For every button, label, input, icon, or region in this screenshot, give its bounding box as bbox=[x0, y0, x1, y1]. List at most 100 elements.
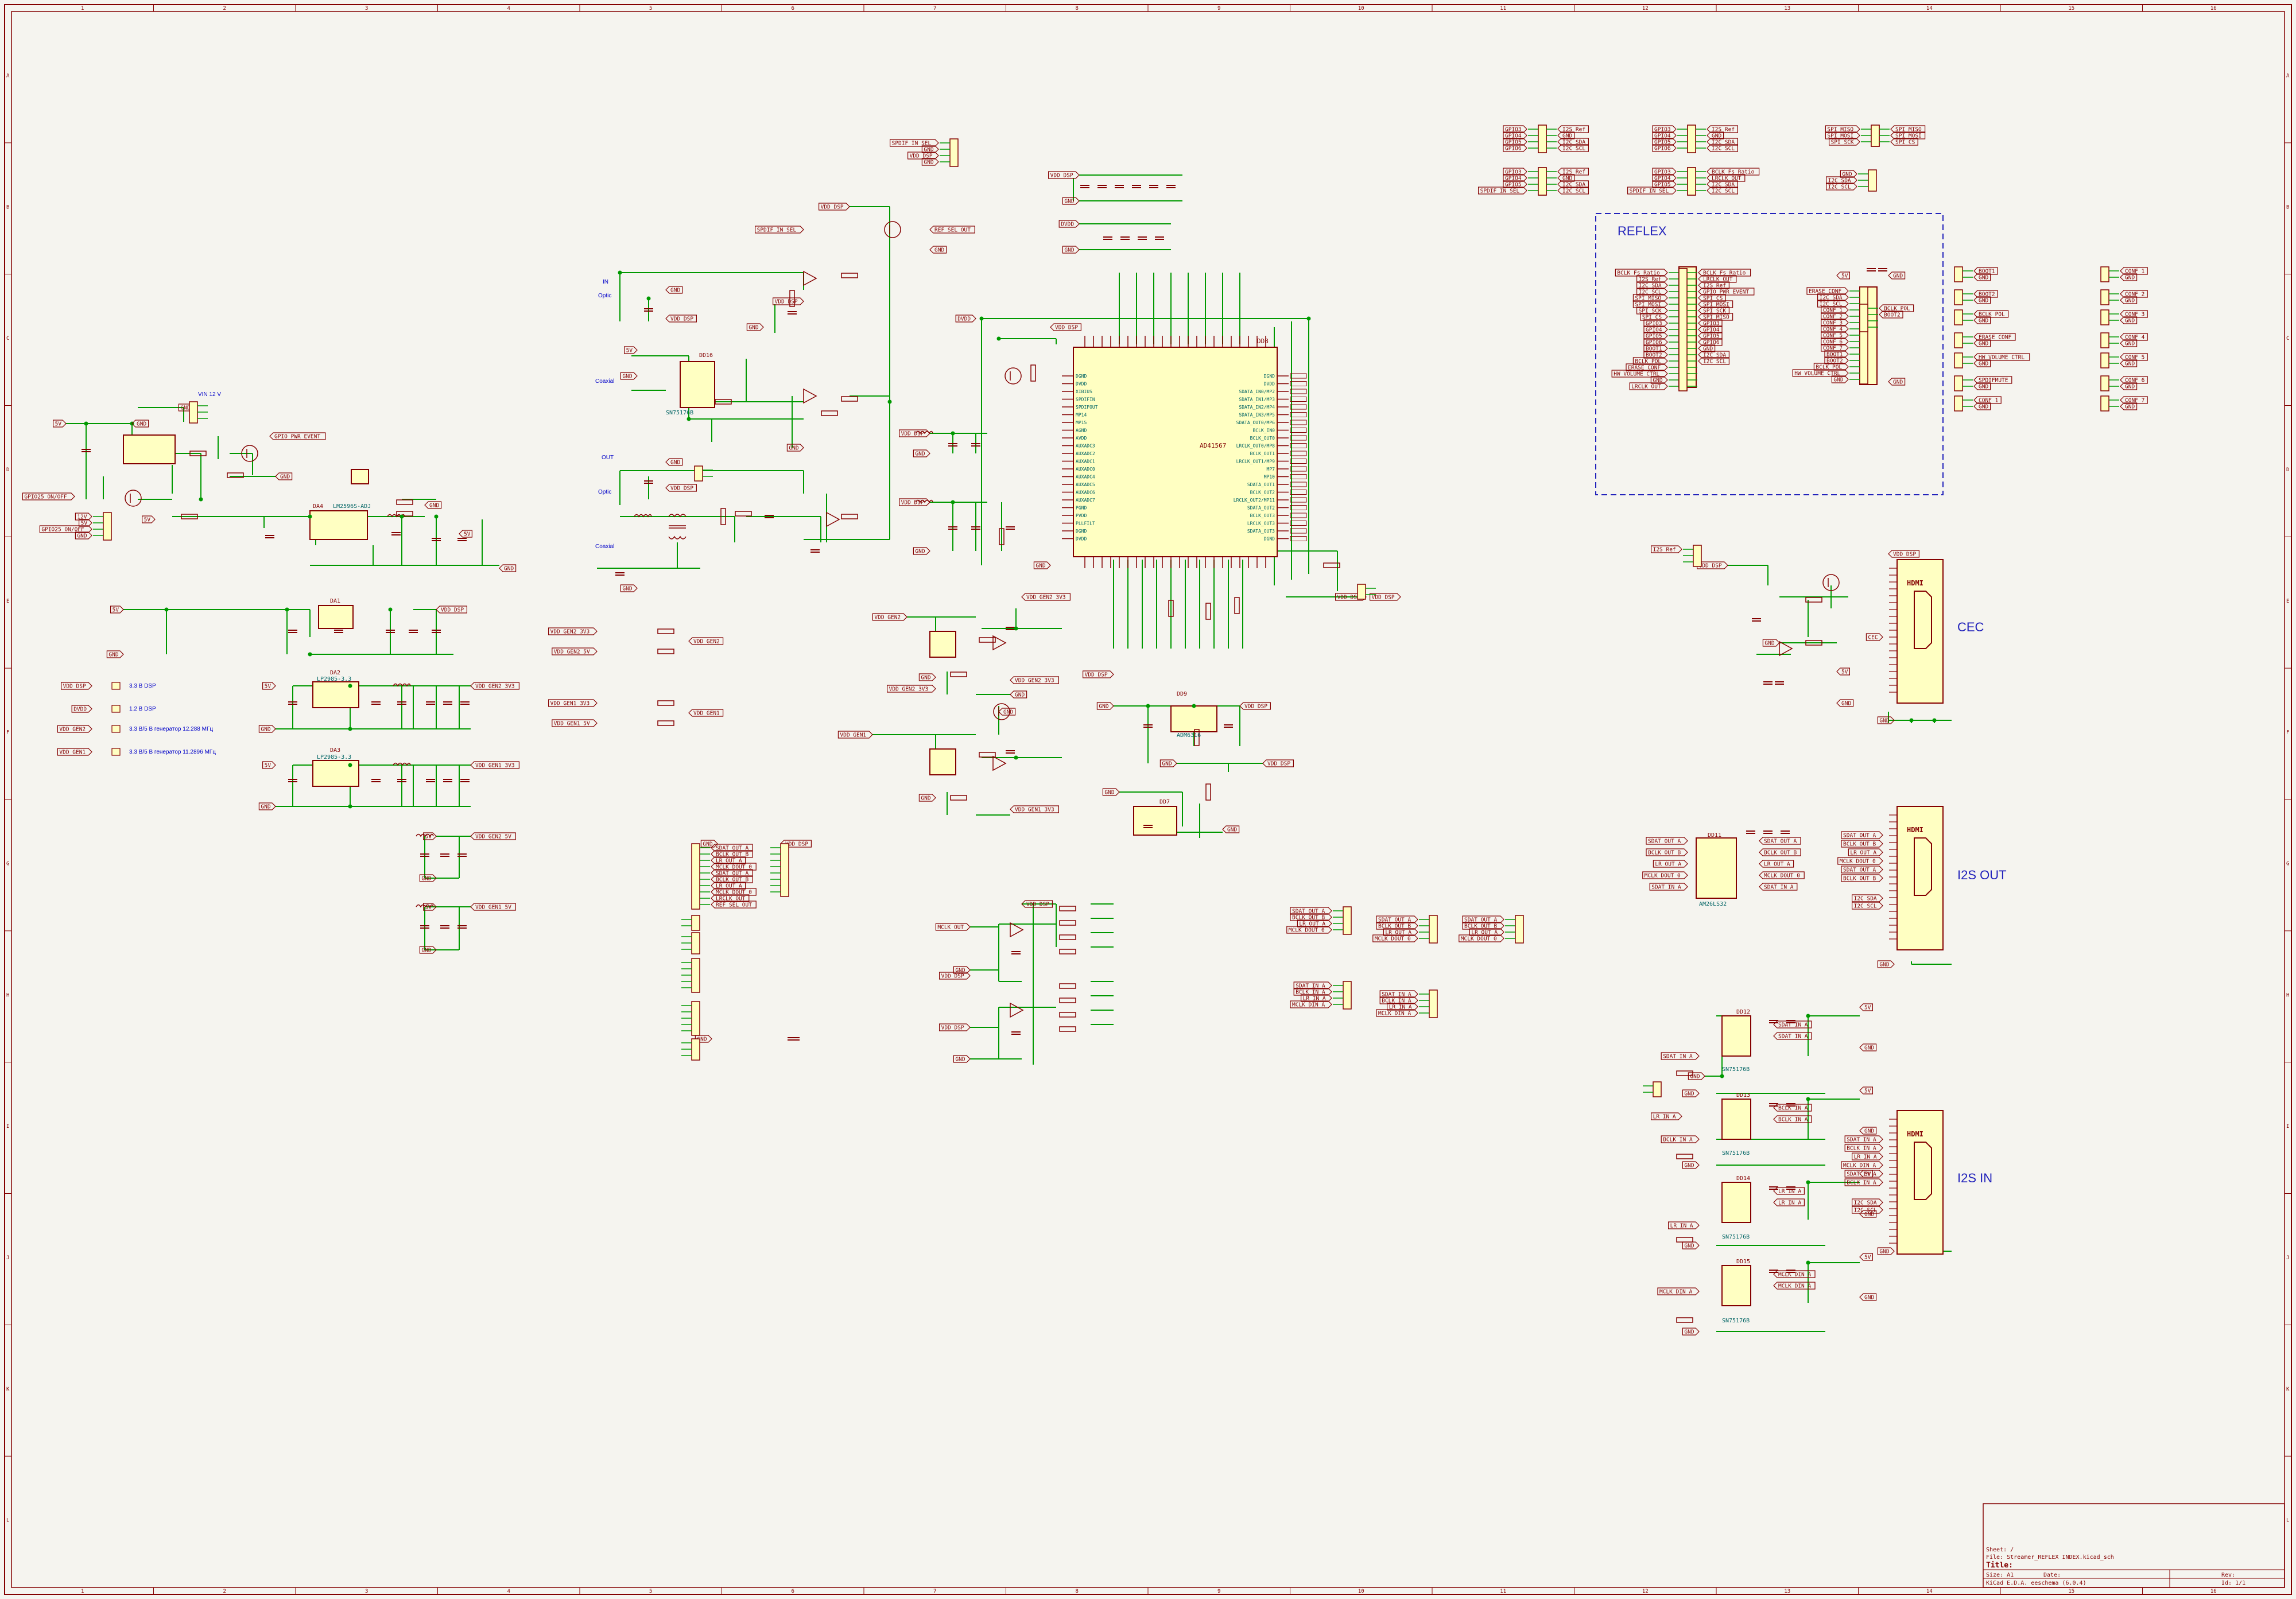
net-label: GND bbox=[1877, 960, 1895, 968]
net-label: BCLK_Fs_Ratio bbox=[1707, 168, 1760, 176]
pin-header bbox=[1954, 309, 1973, 325]
net-label-text: I2C_SDA bbox=[1639, 283, 1662, 289]
net-label: VDD_GEN2 bbox=[57, 725, 92, 733]
net-label-text: SPI_MOSI bbox=[1895, 133, 1922, 139]
tb-size: Size: A1 bbox=[1986, 1572, 2014, 1578]
frame-col-bottom: 12 bbox=[1642, 1589, 1649, 1594]
net-label: CONF_2 bbox=[2120, 290, 2148, 298]
net-label: VDD_DSP bbox=[938, 1023, 971, 1031]
net-label-text: I2S_Ref bbox=[1703, 283, 1726, 289]
net-label-text: CONF_7 bbox=[2125, 398, 2144, 404]
hdmi-symbols bbox=[1914, 591, 1932, 1200]
net-label-text: SPI_SCK bbox=[1703, 308, 1726, 315]
net-label-text: VDD_GEN2_3V3 bbox=[1026, 595, 1066, 601]
net-label: GPIO5 bbox=[1698, 332, 1723, 340]
net-label-text: SPI_MISO bbox=[1895, 127, 1922, 133]
net-label: GND bbox=[1888, 378, 1906, 386]
net-label-text: CONF_4 bbox=[2125, 335, 2145, 341]
net-label: SDAT_OUT_A bbox=[711, 869, 753, 877]
net-label: VDD_DSP bbox=[898, 498, 930, 506]
net-label-text: CONF_1 bbox=[2125, 269, 2145, 275]
net-label-text: BOOT2 bbox=[1646, 352, 1662, 359]
net-label: GND bbox=[665, 286, 683, 294]
net-label-text: VDD_DSP bbox=[1244, 704, 1267, 710]
resistor bbox=[735, 511, 752, 517]
net-label: SPDIF_IN_SEL bbox=[889, 139, 939, 147]
net-label-text: GND bbox=[1712, 133, 1721, 139]
transistor-symbol bbox=[1004, 367, 1022, 385]
net-label-text: GND bbox=[1035, 563, 1045, 569]
net-label: CONF_7 bbox=[1821, 344, 1849, 352]
net-label-text: I2C_SCL bbox=[1712, 188, 1735, 195]
net-label-text: I2S_Ref bbox=[1712, 127, 1735, 133]
dsp-pin-right-label: LRCLK_OUT1/MP9 bbox=[1236, 459, 1275, 464]
net-label: I2C_SCL bbox=[1557, 144, 1589, 152]
net-label-text: LRCLK_OUT bbox=[1712, 176, 1742, 182]
frame-col-bottom: 5 bbox=[649, 1589, 652, 1594]
net-label: GND bbox=[1688, 1072, 1705, 1080]
net-label-text: SPI_CS bbox=[1703, 296, 1723, 302]
net-label: BCLK_IN_A bbox=[1773, 1115, 1812, 1123]
net-label: GND bbox=[700, 840, 718, 848]
net-label-text: MCLK_DIN_A bbox=[1378, 1011, 1411, 1017]
net-label: GND bbox=[620, 372, 638, 380]
net-label: 5V bbox=[1859, 1170, 1873, 1178]
net-label-text: SDAT_IN_A bbox=[1847, 1171, 1876, 1178]
net-label-text: GND bbox=[1979, 361, 1988, 367]
net-label: BCLK_IN_A bbox=[1844, 1178, 1883, 1186]
resistor bbox=[657, 649, 674, 654]
net-label-text: CEC bbox=[1868, 635, 1878, 641]
net-label: GND bbox=[1973, 359, 1991, 367]
net-label: LR_IN_A bbox=[1651, 1112, 1682, 1120]
net-label-text: VDD_DSP bbox=[1050, 173, 1073, 179]
net-label-text: GND bbox=[955, 1057, 965, 1063]
pin-header bbox=[2100, 266, 2119, 282]
dsp-pin-right-label: SDATA_IN2/MP4 bbox=[1239, 405, 1275, 410]
net-label: CONF_1 bbox=[1821, 306, 1849, 314]
dsp-pin-left-label: AUXADC5 bbox=[1076, 482, 1095, 487]
net-label: VDD_DSP bbox=[1239, 702, 1271, 710]
dsp-pin-left-label: DVDD bbox=[1076, 382, 1087, 387]
net-label: BCLK_OUT_B bbox=[711, 850, 753, 858]
net-label-text: GPIO25_ON/OFF bbox=[24, 494, 67, 500]
dsp-chip-value: AD41567 bbox=[1200, 442, 1226, 449]
net-label: GPIO5 bbox=[1503, 180, 1527, 188]
da3-value: LP2985-3.3 bbox=[317, 754, 351, 760]
dsp-pin-right-label: SDATA_OUT3 bbox=[1247, 529, 1275, 534]
pin-header bbox=[1871, 125, 1890, 147]
pin-header bbox=[1538, 167, 1557, 196]
net-label-text: GND bbox=[2125, 404, 2135, 410]
net-label-text: CONF_2 bbox=[2125, 292, 2144, 298]
net-label-text: GND bbox=[748, 325, 758, 331]
net-label: GND bbox=[1973, 382, 1991, 390]
pin-header bbox=[1357, 584, 1376, 600]
net-label: SPI_SCK bbox=[1636, 306, 1668, 315]
net-label: GND bbox=[131, 420, 149, 428]
dsp-pin-right-label: SDATA_OUT1 bbox=[1247, 482, 1275, 487]
net-label: VDD_DSP bbox=[772, 297, 804, 305]
net-label-text: 5V bbox=[425, 834, 432, 840]
dsp-pin-left-label: SPDIFOUT bbox=[1076, 405, 1098, 410]
net-label-text: I2C_SCL bbox=[1639, 289, 1662, 296]
net-label: 5V bbox=[422, 832, 437, 840]
net-label: SDAT_OUT_A bbox=[1376, 915, 1418, 923]
net-label-text: DVDD bbox=[1061, 222, 1074, 228]
net-label-text: SDAT_IN_A bbox=[1651, 884, 1681, 891]
net-label: GPIO4 bbox=[1643, 325, 1668, 333]
net-label-text: I2C_SDA bbox=[1820, 295, 1843, 301]
inductor-symbol bbox=[416, 833, 434, 837]
frame-col-top: 16 bbox=[2210, 6, 2217, 11]
net-label: GND bbox=[2120, 359, 2138, 367]
net-label-text: GND bbox=[924, 160, 933, 166]
net-label: BCLK_IN_A bbox=[1844, 1144, 1883, 1152]
net-label-text: GND bbox=[2125, 298, 2135, 304]
net-label: ERASE_CONF bbox=[1973, 333, 2016, 341]
net-label: VDD_DSP bbox=[1082, 670, 1114, 678]
net-label: VDD_GEN1 bbox=[57, 748, 92, 756]
net-label: SPI_MISO bbox=[1632, 294, 1668, 302]
reflex-label: REFLEX bbox=[1618, 224, 1667, 238]
net-label: GND bbox=[913, 449, 930, 457]
frame-col-bottom: 9 bbox=[1217, 1589, 1220, 1594]
frame-col-bottom: 3 bbox=[365, 1589, 368, 1594]
net-label-text: GND bbox=[1703, 346, 1713, 352]
